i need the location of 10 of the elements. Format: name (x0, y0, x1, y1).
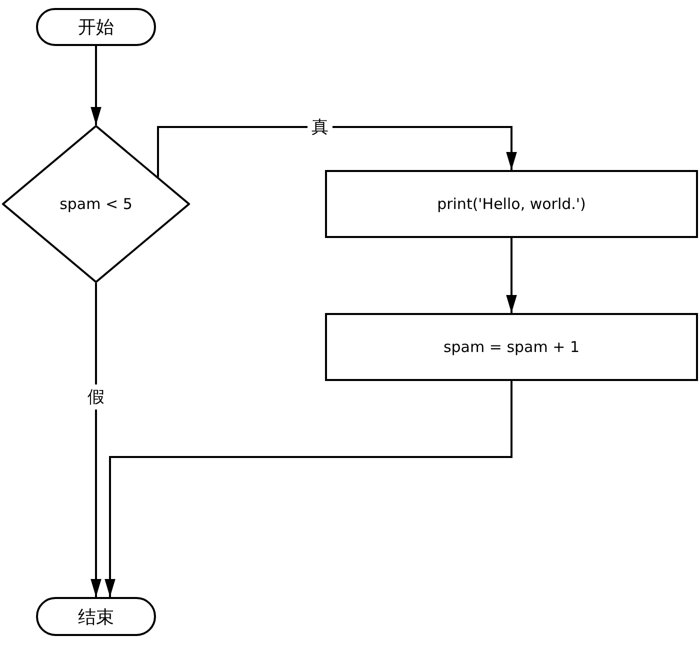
arrow (506, 238, 517, 313)
arrow (157, 126, 517, 178)
arrow (90, 283, 102, 597)
terminal-box: 开始 (36, 8, 156, 46)
process-box: spam = spam + 1 (325, 313, 698, 381)
terminal-box: 结束 (36, 597, 156, 636)
arrow (104, 381, 512, 597)
process-box: print('Hello, world.') (325, 170, 698, 238)
decision-diamond: spam < 5 (2, 125, 190, 283)
arrow (90, 46, 102, 125)
